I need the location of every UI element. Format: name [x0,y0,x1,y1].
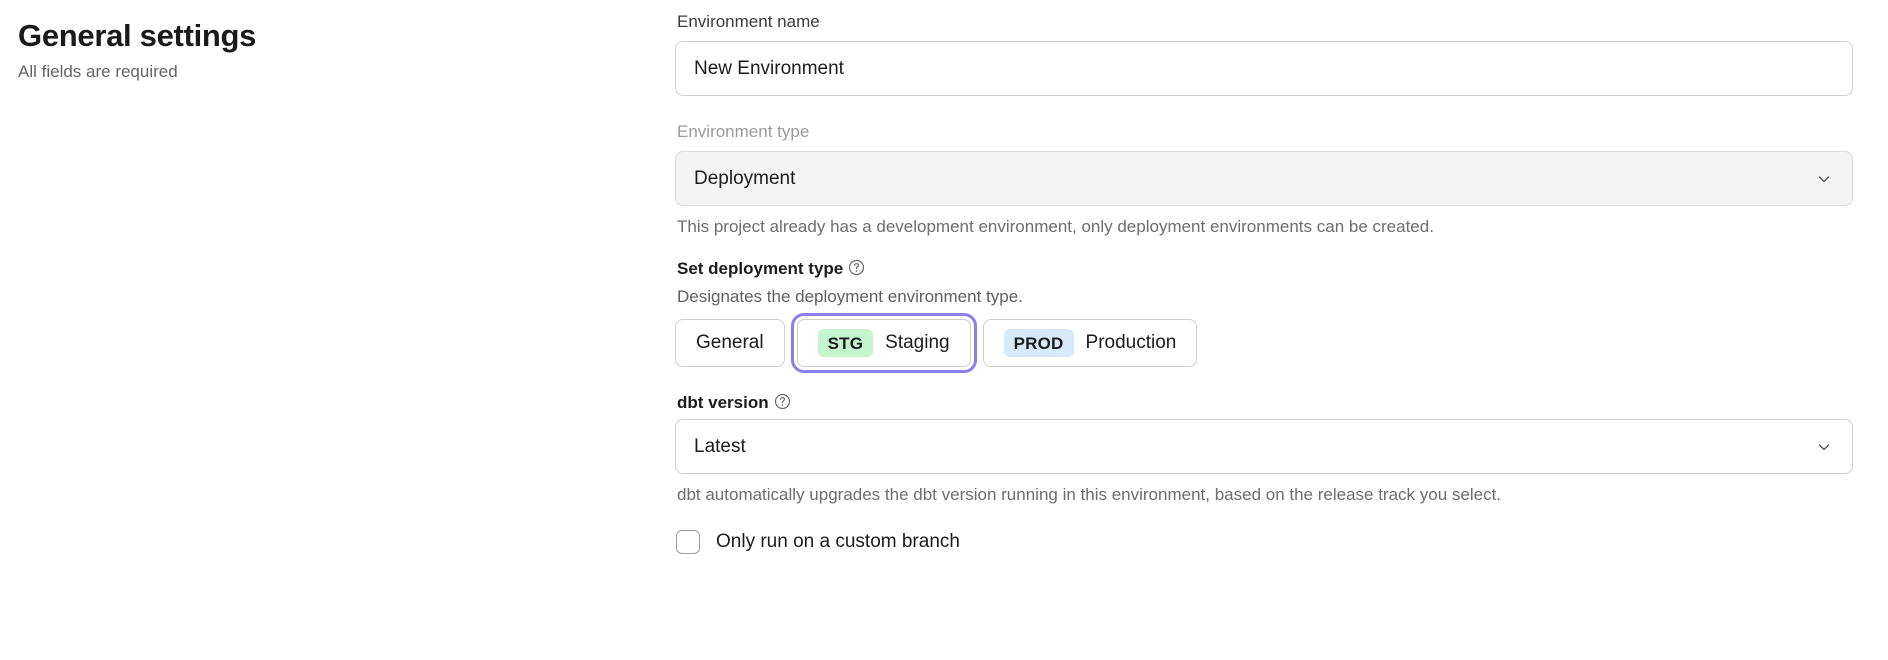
deployment-type-label-row: Set deployment type [677,257,1855,281]
dbt-version-label-row: dbt version [677,391,1855,415]
deployment-type-option-production-label: Production [1085,332,1177,353]
environment-type-helper: This project already has a development e… [677,217,1434,236]
chevron-down-icon [1816,171,1832,187]
dbt-version-label: dbt version [677,393,769,412]
page-subtitle: All fields are required [18,62,178,81]
environment-name-label: Environment name [677,12,820,31]
deployment-type-option-general[interactable]: General [675,319,785,367]
environment-type-select[interactable]: Deployment [675,151,1853,206]
environment-type-field: Environment type Deployment This project… [675,120,1855,239]
deployment-type-option-staging[interactable]: STG Staging [790,313,977,373]
custom-branch-row[interactable]: Only run on a custom branch [676,529,1855,555]
dbt-version-field: dbt version Latest dbt automatically upg… [675,391,1855,507]
environment-name-input[interactable]: New Environment [675,41,1853,96]
deployment-type-option-staging-label: Staging [885,332,950,353]
question-circle-icon[interactable] [848,259,865,276]
dbt-version-helper: dbt automatically upgrades the dbt versi… [677,485,1502,504]
environment-type-value: Deployment [694,167,796,189]
environment-type-label: Environment type [677,122,810,141]
staging-badge: STG [817,329,874,357]
deployment-type-option-general-label: General [696,332,764,353]
deployment-type-description: Designates the deployment environment ty… [677,287,1023,306]
deployment-type-field: Set deployment type Designates the deplo… [675,257,1855,373]
custom-branch-label: Only run on a custom branch [716,531,960,552]
chevron-down-icon [1816,439,1832,455]
environment-name-field: Environment name New Environment [675,10,1855,96]
deployment-type-label: Set deployment type [677,259,844,278]
page-title: General settings [18,18,257,53]
dbt-version-value: Latest [694,435,746,457]
settings-form: Environment name New Environment Environ… [675,10,1855,555]
environment-name-value: New Environment [694,57,844,79]
deployment-type-options: General STG Staging PROD Production [675,313,1855,373]
dbt-version-select[interactable]: Latest [675,419,1853,474]
production-badge: PROD [1003,329,1074,357]
page-header: General settings All fields are required [18,16,618,84]
question-circle-icon[interactable] [774,393,791,410]
custom-branch-checkbox[interactable] [676,530,700,554]
deployment-type-option-production[interactable]: PROD Production [982,319,1198,367]
